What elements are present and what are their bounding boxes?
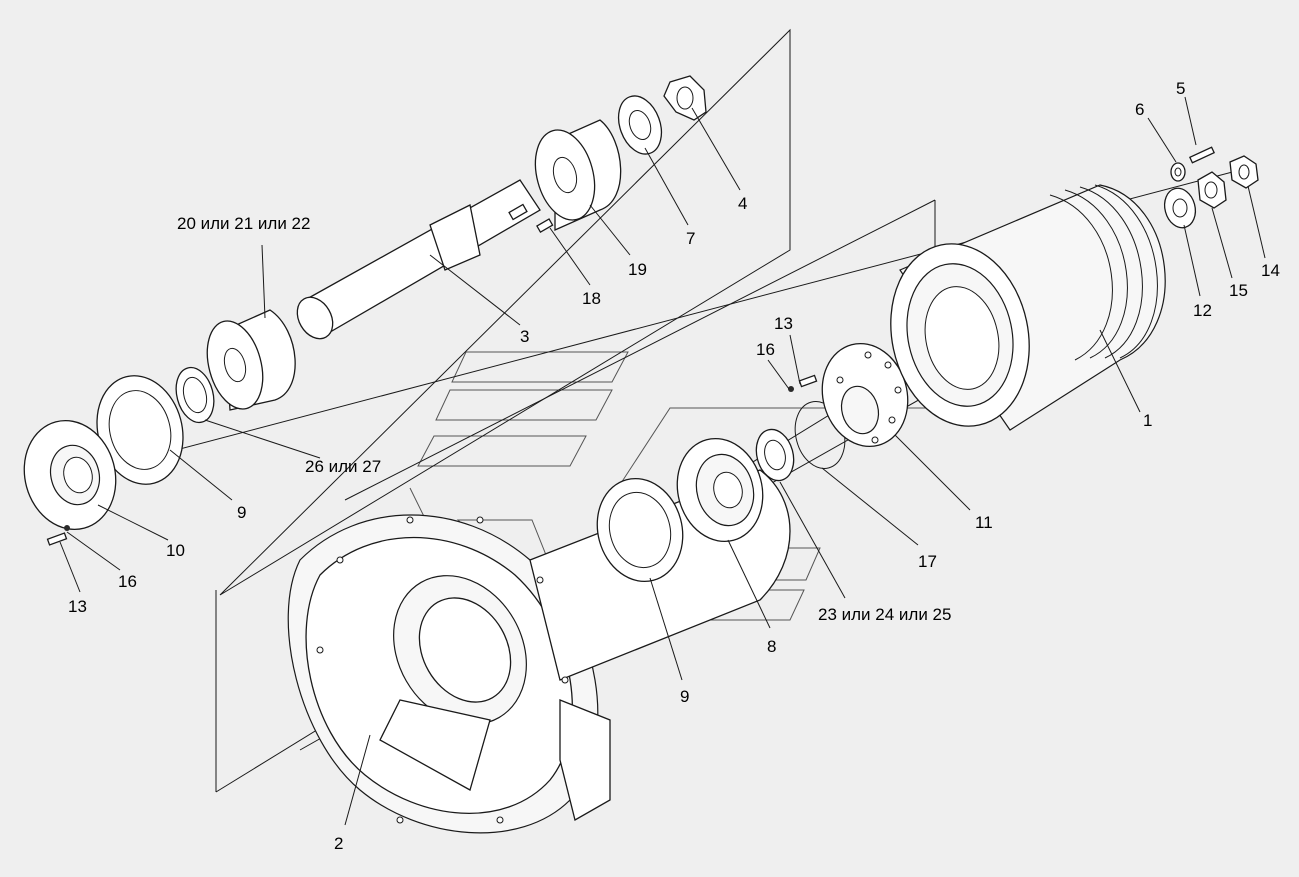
part-18-key bbox=[536, 218, 554, 233]
callout-20-21-22: 20 или 21 или 22 bbox=[177, 214, 310, 233]
part-11-hub-flange bbox=[821, 342, 909, 448]
part-4-nut bbox=[663, 75, 707, 121]
part-1-pulley-drum bbox=[890, 184, 1166, 431]
part-10-cover bbox=[23, 419, 117, 531]
part-3-shaft bbox=[296, 179, 541, 340]
callout-9-right: 9 bbox=[680, 687, 689, 706]
callout-18: 18 bbox=[582, 289, 601, 308]
leader-lines bbox=[59, 96, 1266, 826]
callout-12: 12 bbox=[1193, 301, 1212, 320]
callout-1: 1 bbox=[1143, 411, 1152, 430]
part-12-washer bbox=[1163, 187, 1197, 229]
callout-26-27: 26 или 27 bbox=[305, 457, 381, 476]
callout-13-left: 13 bbox=[68, 597, 87, 616]
callout-10: 10 bbox=[166, 541, 185, 560]
callout-23-24-25: 23 или 24 или 25 bbox=[818, 605, 951, 624]
part-19-bearing bbox=[534, 119, 622, 232]
callout-labels: 1 2 3 4 5 6 7 8 9 9 10 11 12 13 13 14 15… bbox=[68, 79, 1280, 853]
callout-5: 5 bbox=[1176, 79, 1185, 98]
part-9-gasket-left bbox=[96, 375, 184, 485]
part-7-washer bbox=[617, 95, 663, 155]
part-20-bearing bbox=[206, 309, 296, 411]
part-14-nut bbox=[1229, 155, 1259, 189]
callout-3: 3 bbox=[520, 327, 529, 346]
callout-9-left: 9 bbox=[237, 503, 246, 522]
callout-19: 19 bbox=[628, 260, 647, 279]
part-13-bolt-left bbox=[46, 525, 70, 546]
part-23-ring bbox=[755, 428, 795, 482]
callout-13-center: 13 bbox=[774, 314, 793, 333]
part-8-seal-cover bbox=[676, 437, 764, 543]
part-6-washer bbox=[1170, 162, 1186, 182]
part-9-gasket-right bbox=[596, 477, 684, 583]
part-15-nut bbox=[1197, 171, 1227, 209]
assembly-guide-lines bbox=[99, 28, 1241, 793]
callout-14: 14 bbox=[1261, 261, 1280, 280]
part-5-bolt bbox=[1188, 146, 1216, 164]
part-2-housing bbox=[287, 469, 791, 834]
callout-4: 4 bbox=[738, 194, 747, 213]
part-13-bolt-center bbox=[788, 374, 818, 392]
callout-2: 2 bbox=[334, 834, 343, 853]
callout-6: 6 bbox=[1135, 100, 1144, 119]
callout-17: 17 bbox=[918, 552, 937, 571]
callout-15: 15 bbox=[1229, 281, 1248, 300]
part-26-ring bbox=[175, 366, 215, 424]
callout-7: 7 bbox=[686, 229, 695, 248]
callout-16-center: 16 bbox=[756, 340, 775, 359]
callout-11: 11 bbox=[975, 513, 993, 532]
callout-8: 8 bbox=[767, 637, 776, 656]
callout-16-left: 16 bbox=[118, 572, 137, 591]
